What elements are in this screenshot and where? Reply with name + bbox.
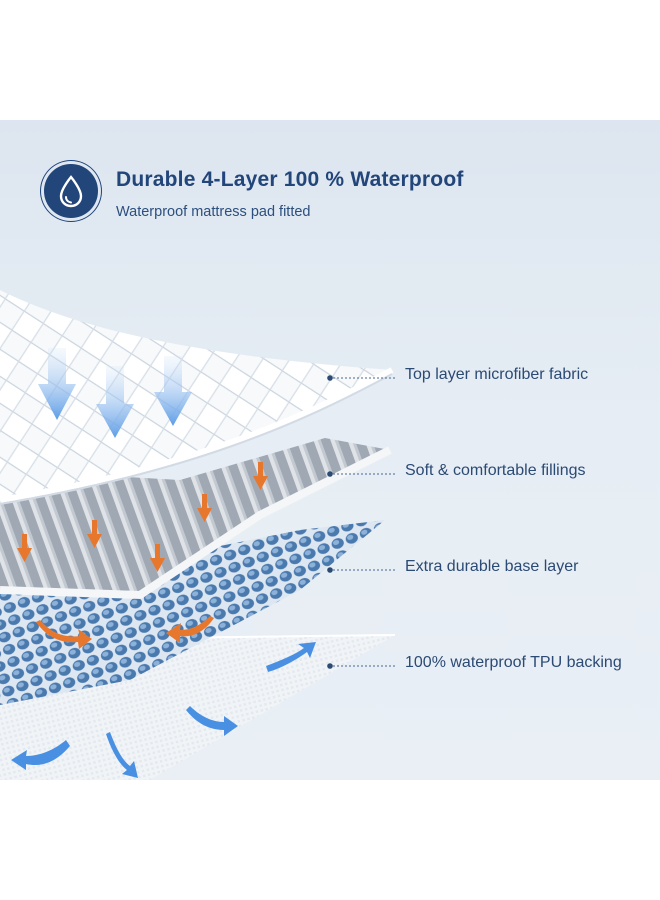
feature-title: Durable 4-Layer 100 % Waterproof (116, 168, 464, 191)
feature-subtitle: Waterproof mattress pad fitted (116, 204, 311, 220)
layer-label-base: Extra durable base layer (405, 558, 579, 575)
mattress-layers-illustration (0, 290, 396, 780)
flow-arrow-icons (11, 642, 316, 778)
top-fabric-layer (0, 290, 394, 505)
water-drop-badge (44, 164, 98, 218)
base-layer (0, 520, 385, 705)
product-feature-panel: Durable 4-Layer 100 % Waterproof Waterpr… (0, 120, 660, 780)
layer-label-top-fabric: Top layer microfiber fabric (405, 366, 589, 383)
layer-label-tpu-backing: 100% waterproof TPU backing (405, 654, 622, 671)
water-drop-icon (59, 175, 83, 208)
layer-label-fillings: Soft & comfortable fillings (405, 462, 586, 479)
leader-lines (327, 375, 396, 669)
orange-arrow-icons (17, 462, 268, 649)
downward-arrow-icons (38, 348, 192, 438)
